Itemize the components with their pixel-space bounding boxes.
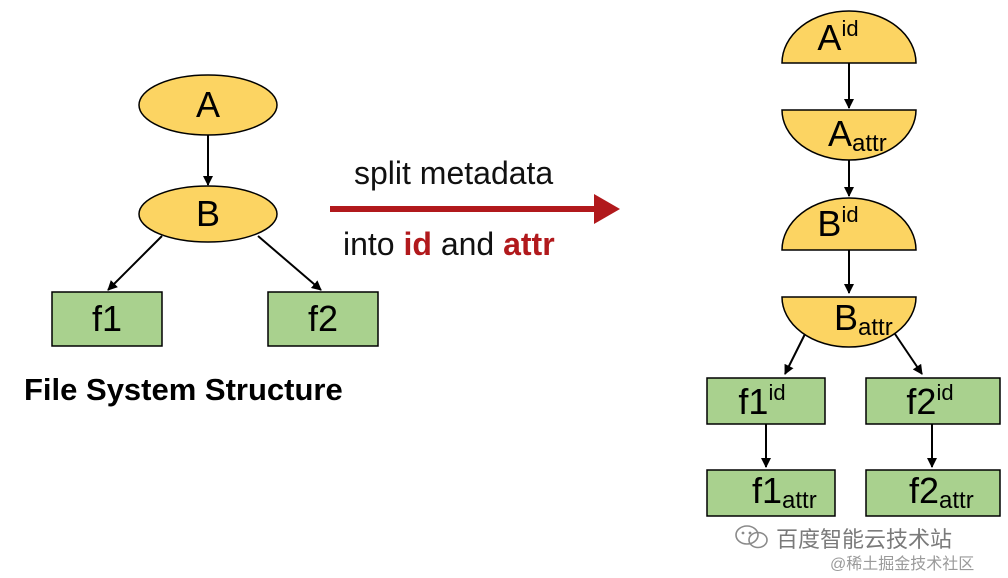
left-tree: A B f1 f2 bbox=[51, 74, 379, 347]
transform-into-text: into bbox=[343, 226, 404, 262]
node-b-ellipse bbox=[138, 185, 278, 243]
transform-and-text: and bbox=[431, 226, 504, 262]
leaf-f1-attr-box bbox=[706, 469, 836, 517]
watermark-community-text: @稀土掘金技术社区 bbox=[830, 556, 975, 573]
leaf-f2-id-label: f2id bbox=[906, 380, 953, 422]
transform-label-line2: into id and attr bbox=[343, 226, 555, 263]
leaf-f1-id-label: f1id bbox=[738, 380, 785, 422]
edge-b-f2 bbox=[257, 235, 322, 291]
transform-id-keyword: id bbox=[403, 226, 432, 262]
leaf-f2-label: f2 bbox=[308, 298, 338, 339]
wechat-icon bbox=[735, 525, 768, 549]
edge-b-f1 bbox=[107, 235, 163, 291]
leaf-f1-id-box bbox=[706, 377, 826, 425]
watermark: 百度智能云技术站 @稀土掘金技术社区 bbox=[734, 522, 1006, 574]
leaf-f1-attr-label: f1attr bbox=[752, 470, 817, 514]
leaf-f2-attr-box bbox=[865, 469, 1001, 517]
node-a-id-shape bbox=[781, 10, 917, 64]
edge-battr-f1id bbox=[784, 333, 806, 375]
watermark-source-text: 百度智能云技术站 bbox=[776, 527, 953, 552]
leaf-f1-label: f1 bbox=[92, 298, 122, 339]
node-b-attr-label: Battr bbox=[834, 297, 893, 341]
transform-label-line1: split metadata bbox=[354, 155, 554, 191]
node-b-attr-shape bbox=[781, 296, 917, 348]
transform-arrow-head bbox=[594, 194, 620, 224]
file-system-structure-caption: File System Structure bbox=[24, 372, 343, 407]
node-b-id-shape bbox=[781, 197, 917, 251]
leaf-f2-box bbox=[267, 291, 379, 347]
edge-battr-f2id bbox=[894, 333, 923, 375]
transform-attr-keyword: attr bbox=[503, 226, 555, 262]
transform-arrow bbox=[330, 194, 620, 224]
node-b-id-label: Bid bbox=[817, 202, 858, 244]
node-a-attr-shape bbox=[781, 109, 917, 161]
node-a-label: A bbox=[196, 84, 220, 125]
leaf-f2-attr-label: f2attr bbox=[909, 470, 974, 514]
node-b-label: B bbox=[196, 193, 220, 234]
right-tree: Aid Aattr Bid Battr f1id f2id bbox=[706, 10, 1001, 517]
node-a-id-label: Aid bbox=[817, 16, 858, 58]
leaf-f1-box bbox=[51, 291, 163, 347]
node-a-attr-label: Aattr bbox=[828, 113, 887, 157]
